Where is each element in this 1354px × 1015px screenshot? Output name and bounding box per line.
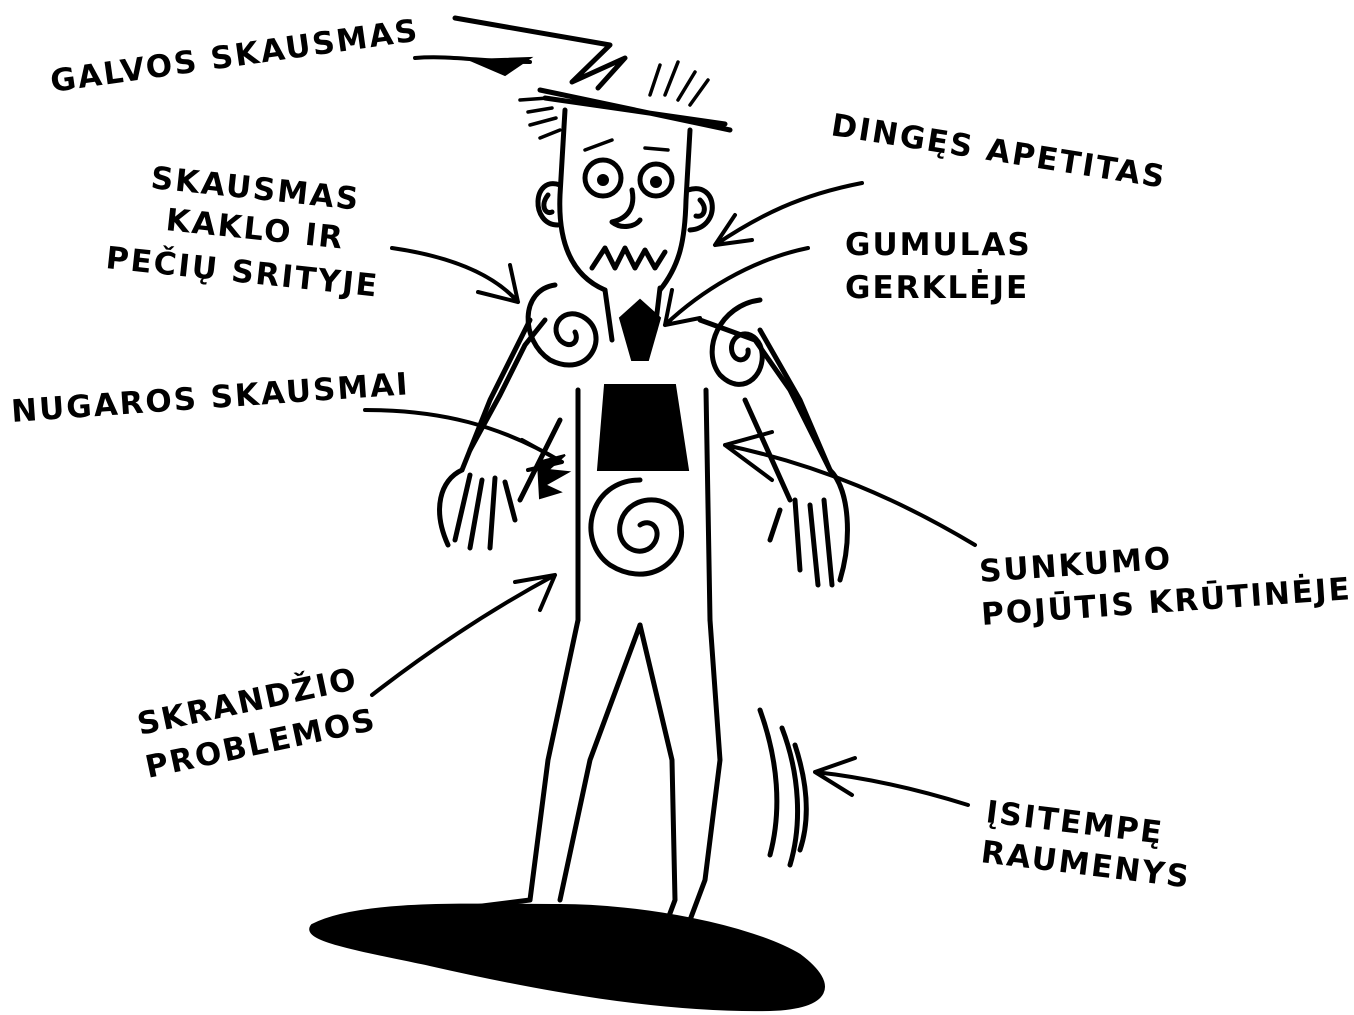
right-arm xyxy=(745,330,830,500)
label-appetite: DINGĘS APETITAS xyxy=(829,107,1169,196)
head-top xyxy=(540,90,730,130)
label-tense-muscles: ĮSITEMPĘ RAUMENYS xyxy=(979,794,1193,895)
headache-zigzag xyxy=(455,18,625,88)
tremble-lines xyxy=(760,710,806,865)
arrow-chest xyxy=(725,432,975,545)
label-neck-pain: SKAUSMAS KAKLO IR PEČIŲ SRITYJE xyxy=(104,160,381,304)
left-pupil xyxy=(598,175,608,185)
label-throat-lump: GUMULAS GERKLĖJE xyxy=(845,227,1032,306)
label-stomach: SKRANDŽIO PROBLEMOS xyxy=(134,661,379,786)
label-back-pain: NUGAROS SKAUSMAI xyxy=(10,366,411,430)
label-chest-heaviness-line1: SUNKUMO xyxy=(978,541,1173,590)
left-leg xyxy=(330,620,640,925)
arrow-throat xyxy=(665,248,808,325)
left-ear xyxy=(538,184,560,225)
left-hand xyxy=(440,470,515,548)
arrow-stomach xyxy=(372,575,555,695)
head-outline xyxy=(560,110,690,290)
label-throat-lump-line2: GERKLĖJE xyxy=(845,270,1029,306)
label-throat-lump-line1: GUMULAS xyxy=(845,227,1032,263)
nose xyxy=(612,190,640,226)
stressed-figure xyxy=(310,18,847,1010)
arrow-muscles xyxy=(815,758,968,805)
stomach-spiral xyxy=(591,480,682,574)
label-chest-heaviness: SUNKUMO POJŪTIS KRŪTINĖJE xyxy=(978,541,1353,633)
mouth xyxy=(592,248,665,268)
arrow-neck xyxy=(392,248,518,302)
label-headache: GALVOS SKAUSMAS xyxy=(48,13,421,100)
eyebrows xyxy=(585,140,668,150)
floor-shadow xyxy=(310,905,824,1011)
arrow-appetite xyxy=(715,183,862,245)
chest-block xyxy=(598,385,688,470)
right-ear xyxy=(688,189,712,230)
collar xyxy=(620,300,660,360)
right-pupil xyxy=(651,177,661,187)
